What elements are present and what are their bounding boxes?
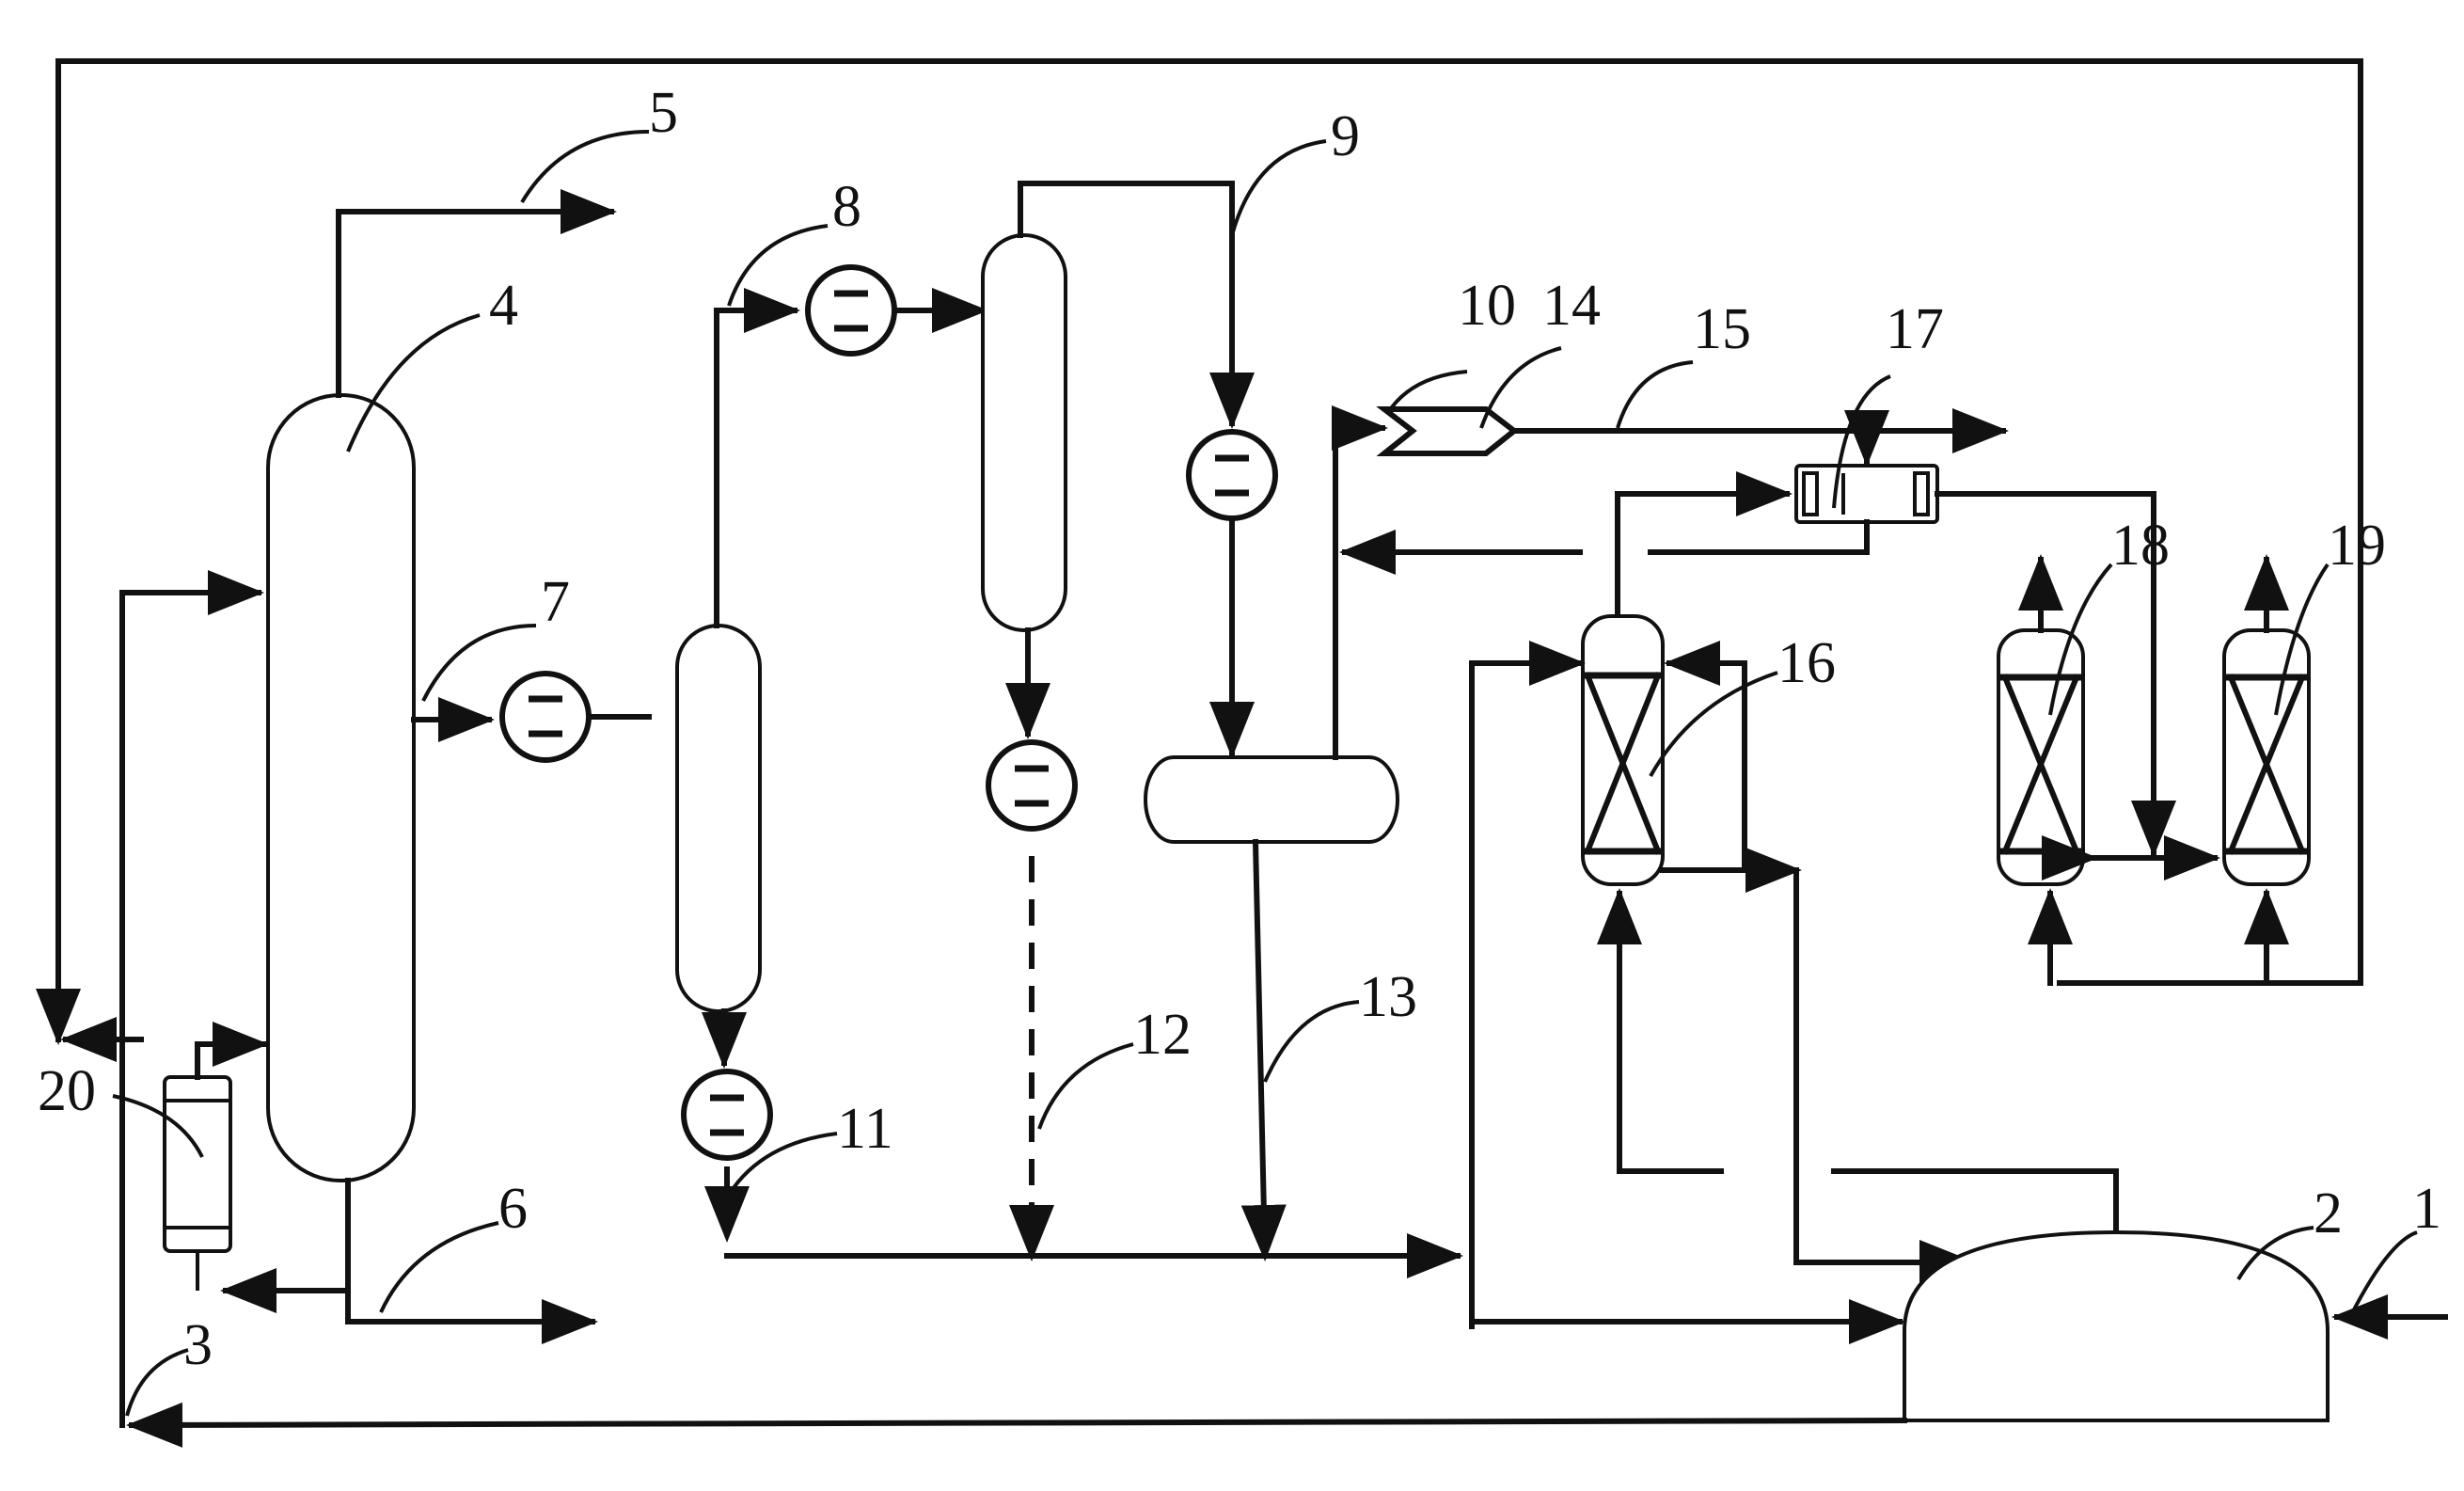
label-6: 6	[498, 1177, 528, 1241]
leader-17	[1832, 374, 1891, 509]
leader-15	[1616, 360, 1694, 429]
label-2: 2	[2314, 1182, 2343, 1245]
overhead-line-8	[714, 288, 800, 628]
recycle-top-line	[36, 58, 2363, 1045]
cooler-7-icon	[499, 671, 592, 763]
label-20: 20	[38, 1059, 96, 1123]
leader-1	[2349, 1230, 2418, 1316]
column-upper	[981, 233, 1067, 632]
leader-18	[2048, 563, 2113, 716]
leader-6	[379, 1221, 499, 1313]
reactor-16-bed-cross-b	[1584, 672, 1662, 855]
label-15: 15	[1693, 297, 1751, 361]
vessel-2	[1903, 1229, 2330, 1422]
feed-line-3-to-column	[119, 570, 264, 1428]
label-7: 7	[541, 570, 570, 634]
cooler-8-icon	[805, 264, 897, 357]
bottoms-line-6	[345, 1178, 598, 1344]
leader-9	[1230, 139, 1327, 236]
label-10: 10	[1458, 274, 1516, 338]
leader-11	[727, 1132, 838, 1197]
reactor-16-feed-line	[1469, 641, 1586, 1329]
exchanger-17-end-right	[1913, 471, 1930, 516]
ejector-14	[1376, 406, 1519, 456]
leader-7	[421, 624, 537, 702]
exchanger-17-outlet-right	[1935, 491, 2156, 861]
reboiler-20	[163, 1075, 232, 1253]
exchanger-17-return	[1648, 519, 1870, 555]
reboiler-return-line	[195, 1022, 269, 1080]
label-16: 16	[1777, 631, 1836, 695]
leader-2	[2236, 1226, 2314, 1281]
leader-20	[112, 1094, 204, 1158]
label-13: 13	[1359, 965, 1417, 1029]
leader-16	[1649, 671, 1778, 777]
reactor-16	[1581, 614, 1665, 886]
label-14: 14	[1542, 274, 1601, 338]
label-4: 4	[489, 274, 518, 338]
label-1: 1	[2412, 1177, 2441, 1241]
cooler-11-icon	[681, 1069, 773, 1161]
label-18: 18	[2111, 514, 2170, 578]
bottoms-line-3	[126, 1402, 1908, 1448]
leader-3	[125, 1348, 189, 1417]
leader-19	[2274, 563, 2330, 716]
drum-bottoms-line-13	[1240, 838, 1287, 1261]
cooler-12-icon	[986, 739, 1078, 832]
label-9: 9	[1331, 104, 1360, 168]
overhead-line-5	[336, 189, 617, 398]
label-3: 3	[183, 1313, 213, 1377]
column-4	[266, 393, 416, 1182]
leader-8	[727, 224, 829, 307]
column-middle	[675, 624, 762, 1013]
label-5: 5	[649, 81, 678, 145]
exchanger-17-end-left	[1802, 471, 1819, 516]
label-17: 17	[1886, 297, 1944, 361]
overhead-line-9	[1018, 181, 1255, 429]
separator-drum	[1144, 755, 1399, 844]
label-12: 12	[1133, 1003, 1192, 1067]
leader-5	[520, 130, 650, 204]
adsorber-19-cross-b	[2227, 674, 2306, 855]
leader-13	[1263, 1000, 1360, 1083]
vessel-2-overhead-line	[1831, 1168, 2119, 1235]
label-19: 19	[2328, 514, 2386, 578]
cooler-9-icon	[1186, 429, 1278, 521]
line-to-vessel-2-top	[1793, 872, 1976, 1285]
label-8: 8	[832, 175, 861, 239]
drum-vapor-line	[1332, 405, 1388, 760]
leader-10	[1385, 370, 1468, 416]
reactor-16-loop	[1664, 641, 1747, 873]
exchanger-17-inlet	[1615, 471, 1793, 619]
label-11: 11	[837, 1097, 893, 1161]
leader-12	[1037, 1042, 1134, 1130]
leader-14	[1479, 346, 1562, 429]
leader-4	[346, 313, 481, 452]
adsorber-18-cross-b	[2001, 674, 2080, 855]
